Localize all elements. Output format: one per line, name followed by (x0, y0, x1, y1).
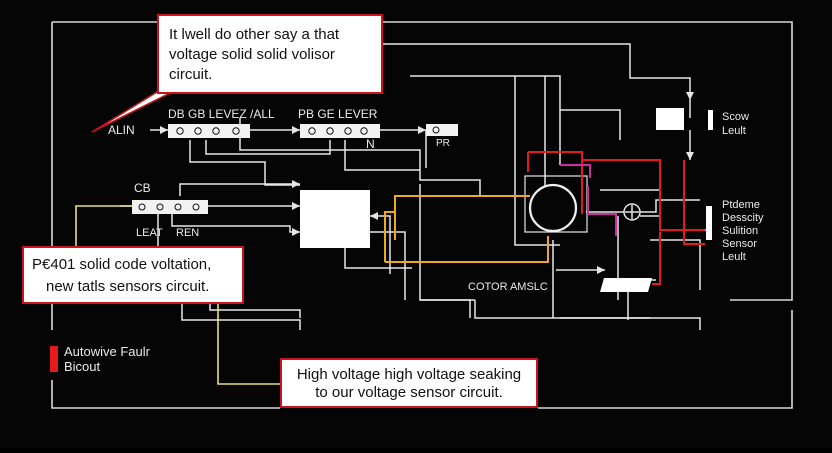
sensor-wiring (75, 205, 280, 385)
label-alin: ALIN (108, 123, 135, 137)
label-right-5: Leult (722, 251, 746, 263)
legend-swatch (50, 346, 58, 372)
label-pr: PR (436, 138, 450, 149)
connector-pr (426, 124, 458, 136)
callout-top: It lwell do other say a that voltage sol… (157, 14, 383, 94)
callout-top-line: circuit. (169, 66, 213, 83)
label-right-3: Sulition (722, 225, 758, 237)
label-cb: CB (134, 181, 151, 195)
callout-top-line: It lwell do other say a that (169, 26, 340, 43)
label-right-1: Ptdeme (722, 199, 760, 211)
label-lever-right: PB GE LEVER (298, 107, 378, 121)
label-lever-left: DB GB LEVEZ /ALL (168, 107, 275, 121)
legend: Autowive Faulr Bicout (50, 344, 150, 374)
sensor-element (586, 199, 700, 221)
connector-left (168, 124, 250, 138)
control-module-box (300, 190, 370, 248)
callout-left-line: P€401 solid code voltation, (32, 256, 212, 273)
label-scow-1: Scow (722, 111, 749, 123)
sensor-block-marker (706, 206, 712, 240)
label-motor: COTOR AMSLC (468, 281, 548, 293)
callout-bottom: High voltage high voltage seaking to our… (280, 358, 538, 408)
legend-line: Autowive Faulr (64, 344, 150, 359)
label-scow-2: Leult (722, 125, 746, 137)
outer-frame (51, 21, 793, 409)
callout-bottom-line: to our voltage sensor circuit. (315, 384, 503, 401)
scow-marker (708, 110, 713, 130)
legend-line: Bicout (64, 359, 101, 374)
fault-wiring (527, 151, 705, 285)
callout-top-line: voltage solid solid volisor (169, 46, 335, 63)
label-right-4: Sensor (722, 238, 757, 250)
callout-bottom-line: High voltage high voltage seaking (296, 366, 522, 383)
legend-text: Autowive Faulr Bicout (64, 344, 150, 374)
label-right-2: Desscity (722, 212, 764, 224)
scow-block (656, 108, 684, 130)
arrow-marks (160, 92, 694, 274)
label-ren: REN (176, 227, 199, 239)
lower-module (600, 278, 652, 292)
signal-wiring (384, 195, 549, 263)
callout-left-line: new tatls sensors circuit. (46, 278, 210, 295)
label-n: N (366, 137, 375, 151)
connector-cb (132, 200, 208, 214)
connector-right (300, 124, 380, 138)
callout-left: P€401 solid code voltation, new tatls se… (22, 246, 244, 304)
label-leat: LEAT (136, 227, 163, 239)
magenta-wiring (560, 164, 617, 236)
motor-symbol (524, 175, 588, 233)
